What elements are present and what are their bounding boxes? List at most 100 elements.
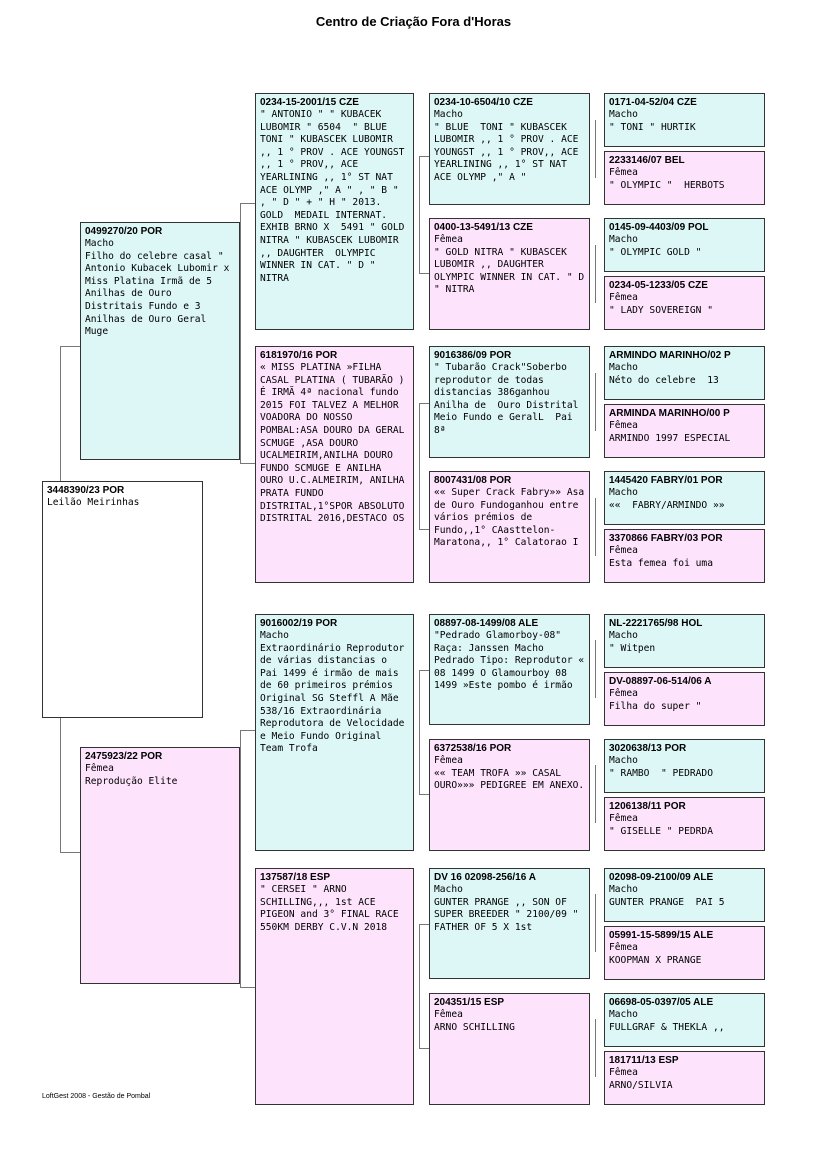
description: " LADY SOVEREIGN " [609, 304, 713, 316]
pedigree-card-ancestor[interactable]: 2233146/07 BEL Fêmea " OLYMPIC " HERBOTS [604, 151, 765, 205]
pedigree-card-grandparent[interactable]: 137587/18 ESP " CERSEI " ARNO SCHILLING,… [255, 868, 414, 1105]
description: Extraordinário Reprodutor de várias dist… [260, 642, 411, 755]
sex-label: Fêmea [609, 942, 638, 953]
ring-number: 181711/13 ESP [609, 1055, 679, 1066]
pedigree-card-ancestor[interactable]: 3020638/13 POR Macho " RAMBO " PEDRADO [604, 739, 765, 793]
connector-line [419, 156, 420, 273]
ring-number: 8007431/08 POR [434, 475, 512, 486]
pedigree-card-ancestor[interactable]: 05991-15-5899/15 ALE Fêmea KOOPMAN X PRA… [604, 926, 765, 980]
description: " Witpen [609, 642, 656, 654]
ring-number: ARMINDA MARINHO/00 P [609, 408, 730, 419]
description: GUNTER PRANGE PAI 5 [609, 896, 725, 908]
connector-line [240, 987, 255, 988]
connector-line [60, 852, 80, 853]
connector-line [60, 346, 80, 347]
connector-line [419, 794, 429, 795]
sex-label: Fêmea [609, 545, 638, 556]
ring-number: 06698-05-0397/05 ALE [609, 997, 714, 1008]
connector-line [595, 120, 596, 178]
sex-label: Fêmea [609, 167, 638, 178]
pedigree-card-subject[interactable]: 3448390/23 POR Leilão Meirinhas [42, 481, 203, 718]
description: Leilão Meirinhas [47, 497, 140, 508]
connector-line [595, 640, 596, 698]
description: " RAMBO " PEDRADO [609, 767, 713, 779]
ring-number: 6181970/16 POR [260, 350, 338, 361]
description: ARNO/SILVIA [609, 1079, 673, 1091]
pedigree-card-great-grandparent[interactable]: 0234-10-6504/10 CZE Macho " BLUE TONI " … [429, 93, 590, 205]
connector-line [240, 203, 241, 463]
pedigree-card-ancestor[interactable]: 1445420 FABRY/01 POR Macho «« FABRY/ARMI… [604, 471, 765, 525]
pedigree-card-ancestor[interactable]: NL-2221765/98 HOL Macho " Witpen [604, 614, 765, 668]
pedigree-card-ancestor[interactable]: 3370866 FABRY/03 POR Fêmea Esta femea fo… [604, 529, 765, 583]
sex-label: Macho [609, 1009, 638, 1020]
sex-label: Fêmea [434, 755, 463, 766]
pedigree-card-ancestor[interactable]: 1206138/11 POR Fêmea " GISELLE " PEDRDA [604, 797, 765, 851]
pedigree-card-ancestor[interactable]: 181711/13 ESP Fêmea ARNO/SILVIA [604, 1051, 765, 1105]
pedigree-card-ancestor[interactable]: 06698-05-0397/05 ALE Macho FULLGRAF & TH… [604, 993, 765, 1047]
pedigree-card-great-grandparent[interactable]: 204351/15 ESP Fêmea ARNO SCHILLING [429, 993, 590, 1105]
pedigree-card-grandparent[interactable]: 0234-15-2001/15 CZE " ANTONIO " " KUBACE… [255, 93, 414, 330]
ring-number: 0499270/20 POR [85, 226, 163, 237]
sex-label: Fêmea [434, 234, 463, 245]
ring-number: 0234-05-1233/05 CZE [609, 280, 708, 291]
pedigree-card-grandparent[interactable]: 6181970/16 POR « MISS PLATINA »FILHA CAS… [255, 346, 414, 583]
connector-line [595, 894, 596, 952]
connector-line [240, 203, 255, 204]
ring-number: 05991-15-5899/15 ALE [609, 930, 714, 941]
pedigree-card-sire[interactable]: 0499270/20 POR Macho Filho do celebre ca… [80, 222, 240, 460]
ring-number: 0400-13-5491/13 CZE [434, 222, 533, 233]
sex-label: Macho [609, 362, 638, 373]
pedigree-card-ancestor[interactable]: DV-08897-06-514/06 A Fêmea Filha do supe… [604, 672, 765, 726]
description: " GISELLE " PEDRDA [609, 825, 713, 837]
pedigree-card-ancestor[interactable]: ARMINDA MARINHO/00 P Fêmea ARMINDO 1997 … [604, 404, 765, 458]
connector-line [595, 245, 596, 303]
pedigree-card-great-grandparent[interactable]: DV 16 02098-256/16 A Macho GUNTER PRANGE… [429, 868, 590, 979]
pedigree-card-grandparent[interactable]: 9016002/19 POR Macho Extraordinário Repr… [255, 614, 414, 851]
description: « MISS PLATINA »FILHA CASAL PLATINA ( TU… [260, 362, 405, 525]
connector-line [419, 924, 420, 1048]
description: «« TEAM TROFA »» CASAL OURO»»» PEDIGREE … [434, 767, 585, 792]
connector-line [595, 1019, 596, 1077]
connector-line [419, 403, 420, 529]
ring-number: 2233146/07 BEL [609, 155, 685, 166]
pedigree-card-great-grandparent[interactable]: 08897-08-1499/08 ALE "Pedrado Glamorboy-… [429, 614, 590, 725]
description: " ANTONIO " " KUBACEK LUBOMIR " 6504 " B… [260, 109, 411, 284]
sex-label: Macho [434, 109, 463, 120]
ring-number: 0234-10-6504/10 CZE [434, 97, 533, 108]
ring-number: 02098-09-2100/09 ALE [609, 872, 714, 883]
pedigree-card-great-grandparent[interactable]: 0400-13-5491/13 CZE Fêmea " GOLD NITRA "… [429, 218, 590, 330]
ring-number: DV 16 02098-256/16 A [434, 872, 536, 883]
pedigree-card-ancestor[interactable]: 0234-05-1233/05 CZE Fêmea " LADY SOVEREI… [604, 276, 765, 330]
description: " Tubarão Crack"Soberbo reprodutor de to… [434, 362, 585, 436]
connector-line [419, 156, 429, 157]
sex-label: Fêmea [609, 292, 638, 303]
sex-label: Macho [609, 487, 638, 498]
footer-credit: LoftGest 2008 - Gestão de Pombal [42, 1093, 151, 1100]
ring-number: 0234-15-2001/15 CZE [260, 97, 359, 108]
connector-line [240, 730, 255, 731]
description: Reprodução Elite [85, 775, 178, 787]
ring-number: 137587/18 ESP [260, 872, 331, 883]
description: ARMINDO 1997 ESPECIAL [609, 432, 731, 444]
sex-label: Macho [609, 109, 638, 120]
sex-label: Macho [85, 238, 114, 249]
connector-line [419, 670, 420, 794]
pedigree-card-dam[interactable]: 2475923/22 POR Fêmea Reprodução Elite [80, 747, 240, 984]
pedigree-card-great-grandparent[interactable]: 9016386/09 POR " Tubarão Crack"Soberbo r… [429, 346, 590, 458]
pedigree-card-great-grandparent[interactable]: 8007431/08 POR «« Super Crack Fabry»» As… [429, 471, 590, 583]
ring-number: 1445420 FABRY/01 POR [609, 475, 723, 486]
description: Esta femea foi uma [609, 557, 713, 569]
sex-label: Fêmea [609, 688, 638, 699]
sex-label: Fêmea [609, 1067, 638, 1078]
description: FULLGRAF & THEKLA ,, [609, 1021, 725, 1033]
pedigree-card-ancestor[interactable]: 0145-09-4403/09 POL Macho " OLYMPIC GOLD… [604, 218, 765, 272]
pedigree-card-ancestor[interactable]: ARMINDO MARINHO/02 P Macho Néto do celeb… [604, 346, 765, 400]
ring-number: 0145-09-4403/09 POL [609, 222, 709, 233]
description: " GOLD NITRA " KUBASCEK LUBOMIR ,, DAUGH… [434, 246, 590, 296]
pedigree-card-ancestor[interactable]: 0171-04-52/04 CZE Macho " TONI " HURTIK [604, 93, 765, 147]
connector-line [419, 924, 429, 925]
pedigree-card-ancestor[interactable]: 02098-09-2100/09 ALE Macho GUNTER PRANGE… [604, 868, 765, 922]
description: Filho do celebre casal " Antonio Kubacek… [85, 250, 236, 338]
pedigree-card-great-grandparent[interactable]: 6372538/16 POR Fêmea «« TEAM TROFA »» CA… [429, 739, 590, 851]
description: GUNTER PRANGE ,, SON OF SUPER BREEDER " … [434, 896, 585, 933]
